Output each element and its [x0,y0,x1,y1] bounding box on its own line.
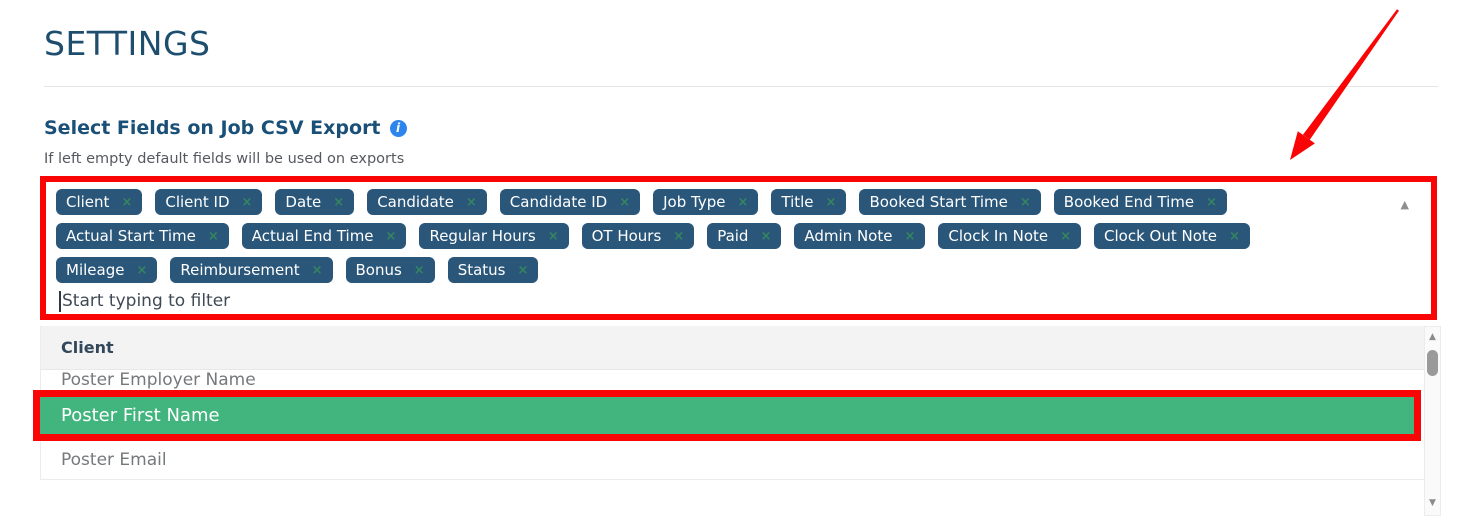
selected-field-tag: Status × [447,257,539,283]
selected-field-tag: Candidate ID × [499,189,641,215]
scroll-up-icon[interactable]: ▲ [1429,332,1436,342]
remove-tag-icon[interactable]: × [121,194,133,210]
remove-tag-icon[interactable]: × [333,194,345,210]
tag-row: Mileage × Reimbursement × Bonus × Status × [56,257,1391,283]
section-title-row: Select Fields on Job CSV Export i [44,117,407,139]
remove-tag-icon[interactable]: × [465,194,477,210]
remove-tag-icon[interactable]: × [825,194,837,210]
remove-tag-icon[interactable]: × [904,228,916,244]
remove-tag-icon[interactable]: × [547,228,559,244]
selected-field-tag: Job Type × [653,189,759,215]
remove-tag-icon[interactable]: × [760,228,772,244]
tag-label: Actual Start Time [66,227,196,245]
selected-field-tag: Client ID × [155,189,263,215]
selected-field-tag: Candidate × [367,189,487,215]
tag-label: Regular Hours [429,227,536,245]
selected-field-tag: Actual Start Time × [56,223,229,249]
text-caret [59,290,61,312]
selected-field-tag: Booked Start Time × [859,189,1041,215]
remove-tag-icon[interactable]: × [673,228,685,244]
filter-input[interactable]: Start typing to filter [59,289,1391,313]
selected-field-tag: OT Hours × [581,223,695,249]
selected-field-tag: Reimbursement × [170,257,333,283]
selected-field-tag: Date × [275,189,355,215]
remove-tag-icon[interactable]: × [136,262,148,278]
tag-label: Candidate [377,193,454,211]
selected-field-tag: Booked End Time × [1053,189,1227,215]
tag-row: Client×Client ID×Date×Candidate×Candidat… [56,189,1391,215]
remove-tag-icon[interactable]: × [1229,228,1240,244]
tag-label: Paid [717,227,749,245]
info-circle-icon[interactable]: i [389,119,407,137]
remove-tag-icon[interactable]: × [1206,194,1217,210]
tag-row: Actual Start Time×Actual End Time×Regula… [56,223,1391,249]
header-divider [44,86,1438,87]
collapse-dropdown-icon[interactable]: ▲ [1400,198,1409,211]
filter-placeholder: Start typing to filter [62,291,231,311]
tag-label: Clock Out Note [1104,227,1218,245]
selected-field-tag: Clock Out Note × [1094,223,1250,249]
dropdown-option[interactable]: Poster First Name [40,397,1414,434]
tag-label: Job Type [663,193,726,211]
remove-tag-icon[interactable]: × [241,194,253,210]
tag-label: Client [66,193,110,211]
selected-field-tag: Admin Note × [794,223,926,249]
selected-field-tag: Client × [56,189,143,215]
dropdown-option[interactable]: Poster Employer Name [41,370,1424,390]
tag-label: OT Hours [591,227,662,245]
tag-label: Candidate ID [509,193,608,211]
tag-label: Actual End Time [251,227,374,245]
scroll-down-icon[interactable]: ▼ [1429,498,1436,508]
tag-label: Booked Start Time [869,193,1008,211]
selected-field-tag: Title × [771,189,847,215]
tag-label: Bonus [355,261,402,279]
section-subtitle: If left empty default fields will be use… [44,151,405,167]
remove-tag-icon[interactable]: × [517,262,529,278]
tag-label: Date [285,193,322,211]
remove-tag-icon[interactable]: × [207,228,219,244]
remove-tag-icon[interactable]: × [1019,194,1031,210]
selected-field-tag: Paid × [707,223,782,249]
remove-tag-icon[interactable]: × [1060,228,1072,244]
page-title: SETTINGS [44,24,211,63]
remove-tag-icon[interactable]: × [413,262,425,278]
tag-label: Status [457,261,506,279]
multiselect-annotation-box: Client×Client ID×Date×Candidate×Candidat… [40,176,1437,320]
selected-field-tag: Mileage × [56,257,158,283]
annotation-box-selected-option: Poster First Name [33,390,1421,441]
tag-label: Booked End Time [1063,193,1195,211]
scrollbar-thumb[interactable] [1427,350,1438,376]
remove-tag-icon[interactable]: × [385,228,397,244]
selected-field-tag: Bonus × [345,257,435,283]
tag-label: Title [781,193,814,211]
dropdown-scrollbar[interactable]: ▲ ▼ [1424,326,1441,516]
option-group-header: Client [41,326,1424,370]
tag-label: Clock In Note [948,227,1049,245]
selected-field-tag: Clock In Note × [938,223,1082,249]
tag-label: Client ID [165,193,230,211]
tag-label: Mileage [66,261,125,279]
remove-tag-icon[interactable]: × [737,194,749,210]
remove-tag-icon[interactable]: × [311,262,323,278]
section-title: Select Fields on Job CSV Export [44,117,381,139]
selected-field-tags: Client×Client ID×Date×Candidate×Candidat… [56,189,1391,283]
selected-field-tag: Actual End Time × [241,223,407,249]
remove-tag-icon[interactable]: × [619,194,631,210]
tag-label: Reimbursement [180,261,300,279]
selected-field-tag: Regular Hours × [419,223,569,249]
dropdown-option[interactable]: Poster Email [41,441,1424,479]
tag-label: Admin Note [804,227,893,245]
